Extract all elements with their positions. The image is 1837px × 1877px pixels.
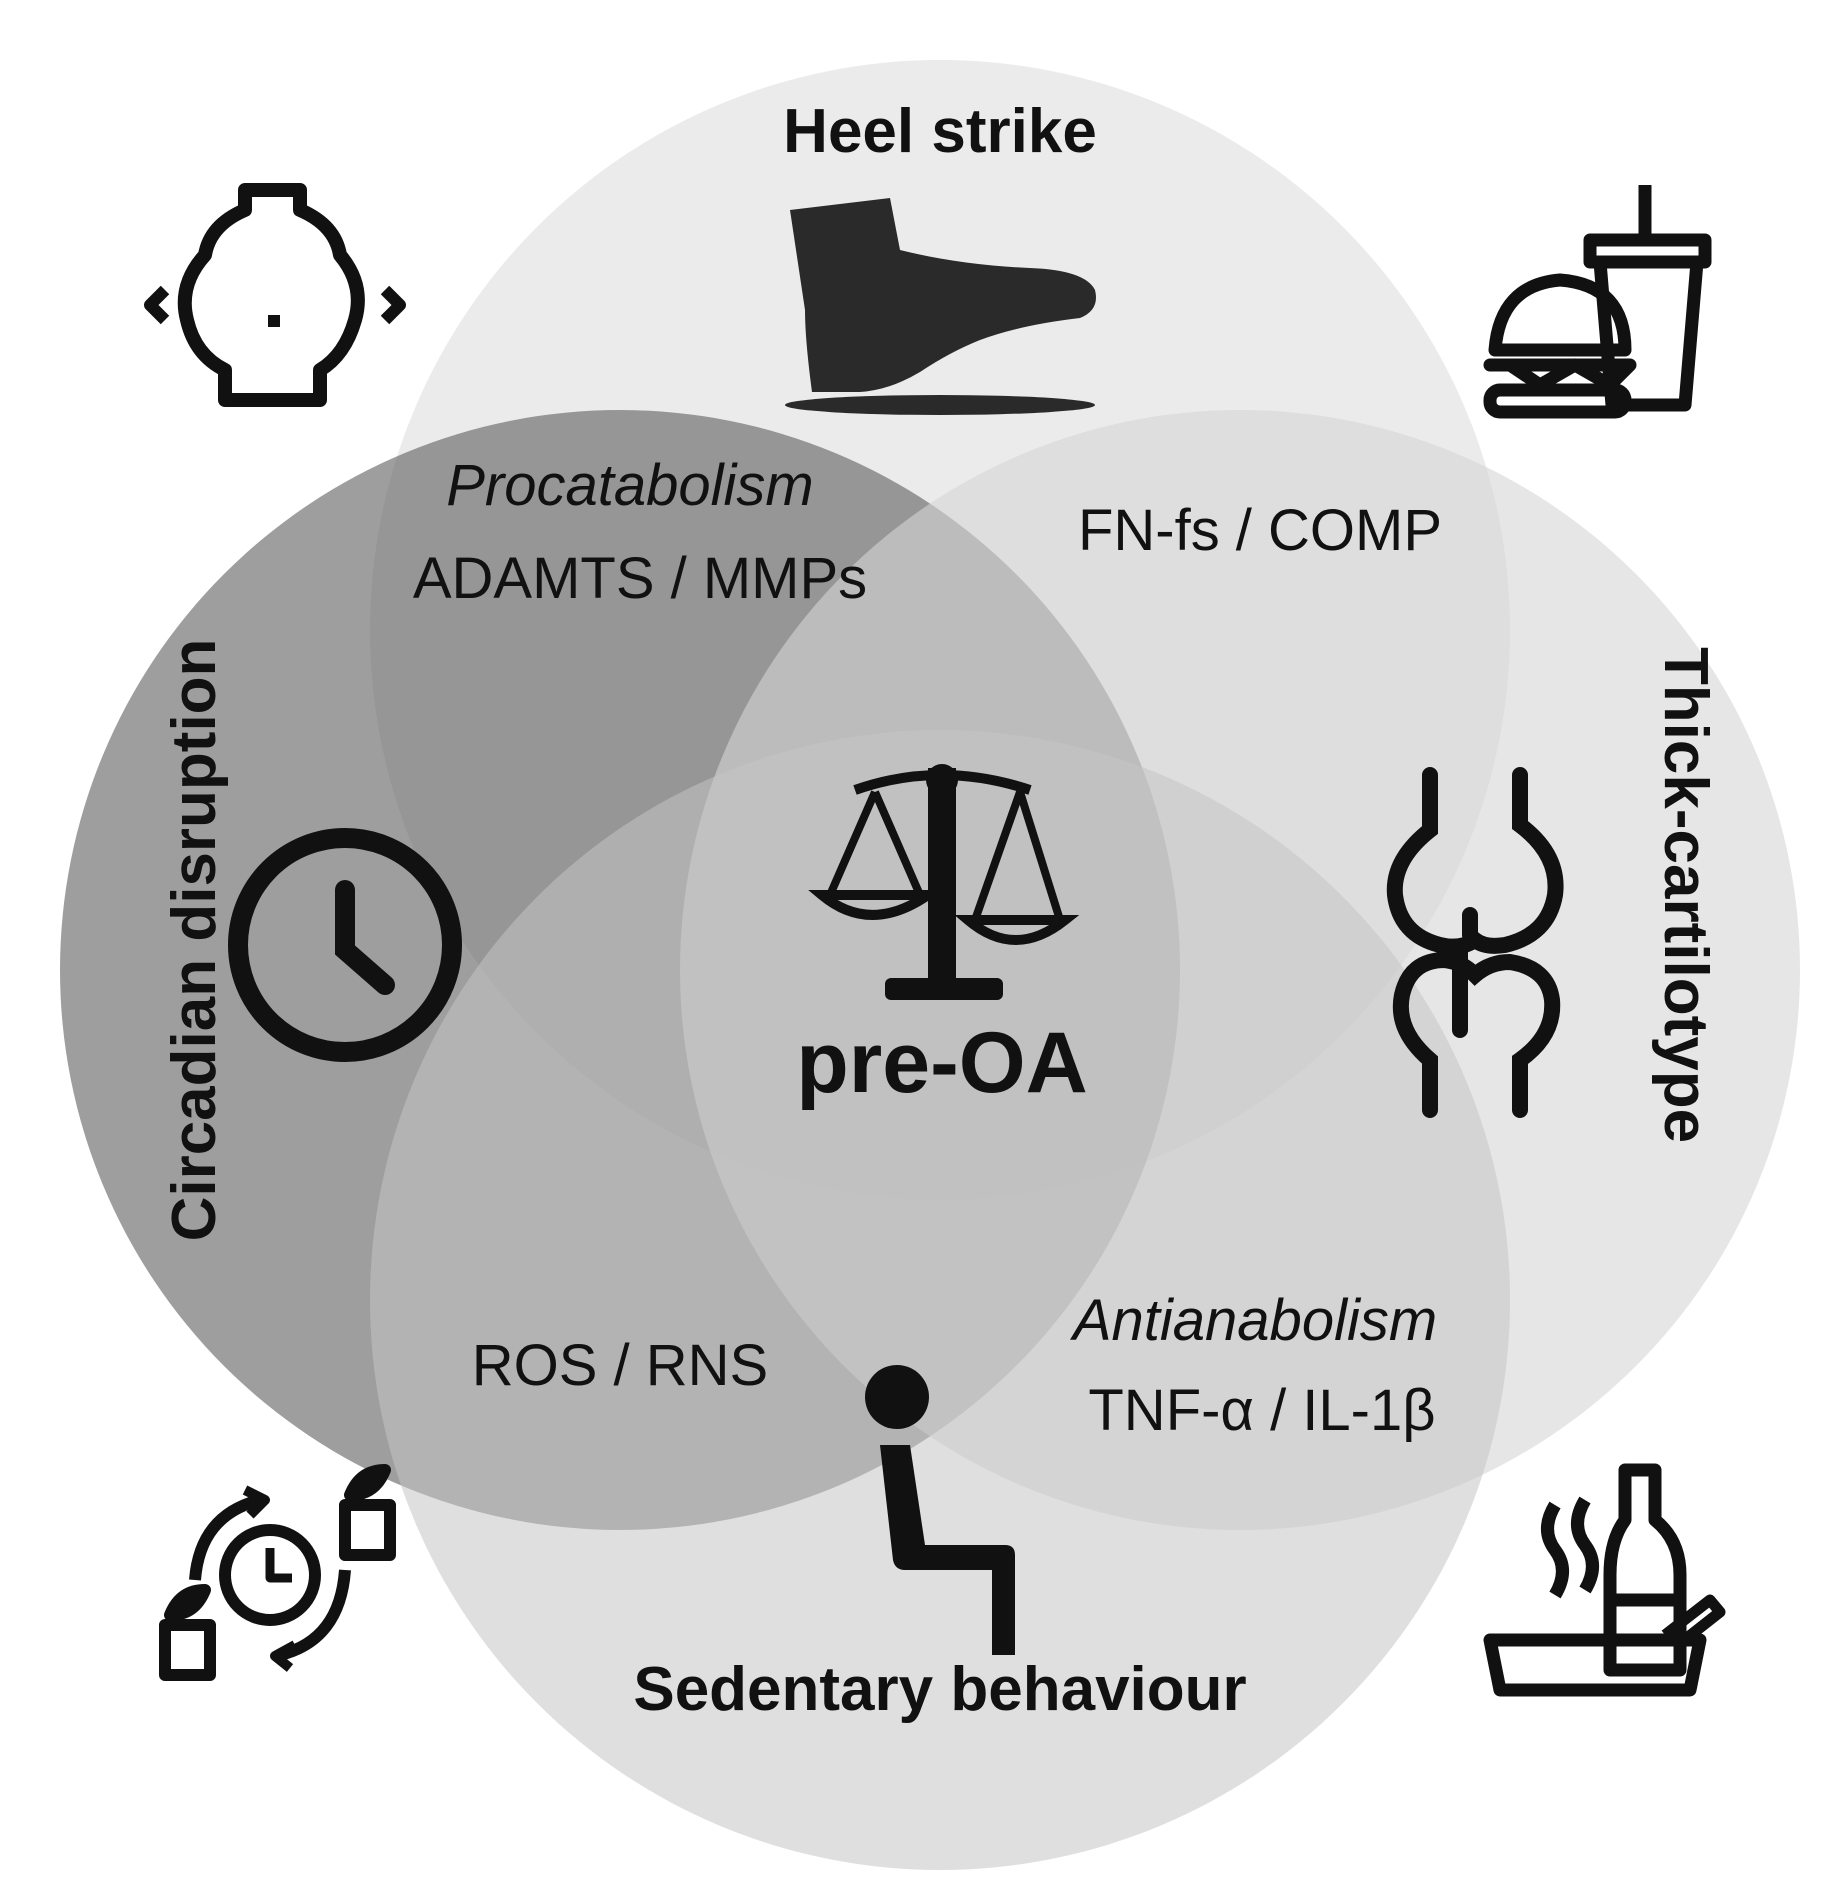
sedentary-behaviour-title: Sedentary behaviour xyxy=(633,1655,1246,1724)
ros-rns-label: ROS / RNS xyxy=(472,1333,769,1398)
circadian-disruption-title: Circadian disruption xyxy=(160,639,229,1242)
sitting-person-icon xyxy=(865,1365,1015,1655)
shift-work-schedule-icon xyxy=(159,1464,396,1681)
obesity-body-icon xyxy=(144,183,406,407)
thick-cartilotype-title: Thick-cartilotype xyxy=(1651,647,1720,1143)
smoking-alcohol-icon xyxy=(1483,1463,1726,1697)
foot-icon xyxy=(785,198,1096,415)
balance-scale-icon xyxy=(808,764,1080,1000)
fn-comp-label: FN-fs / COMP xyxy=(1078,498,1442,563)
circle-sedentary-behaviour xyxy=(370,730,1510,1870)
clock-icon xyxy=(228,828,462,1062)
fast-food-icon xyxy=(1483,185,1712,419)
knee-joint-icon xyxy=(1386,767,1564,1118)
procatabolism-label: Procatabolism xyxy=(446,453,813,518)
tnf-il-label: TNF-α / IL-1β xyxy=(1088,1378,1435,1443)
heel-strike-title: Heel strike xyxy=(783,97,1097,166)
antianabolism-label: Antianabolism xyxy=(1070,1288,1437,1353)
adamts-mmps-label: ADAMTS / MMPs xyxy=(413,546,867,611)
pre-oa-label: pre-OA xyxy=(796,1015,1087,1111)
